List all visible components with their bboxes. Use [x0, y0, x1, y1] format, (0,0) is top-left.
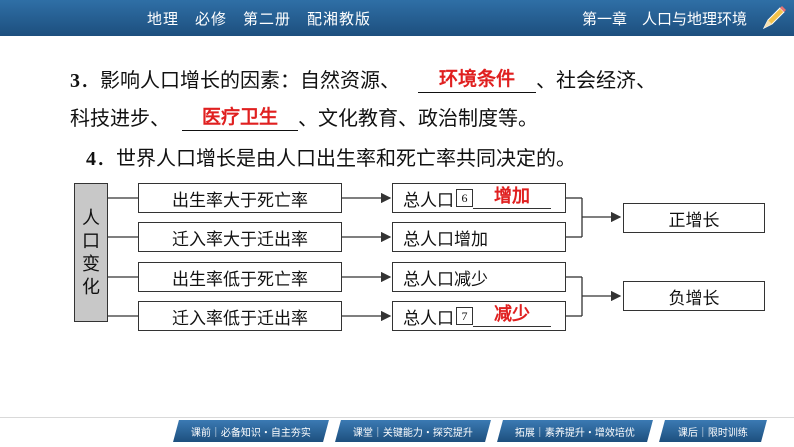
nav-tab-extension[interactable]: 拓展｜素养提升・增效培优 [497, 420, 653, 442]
para4-text: ．世界人口增长是由人口出生率和死亡率共同决定的。 [96, 146, 576, 170]
nav-tab-label: 课堂｜关键能力・探究提升 [353, 427, 473, 439]
blank-marker: 7 [456, 307, 473, 325]
para3-text-2: 、社会经济、 [536, 68, 656, 92]
condition-box-1: 出生率大于死亡率 [138, 183, 342, 213]
nav-tab-label: 拓展｜素养提升・增效培优 [515, 427, 635, 439]
side-char: 变 [82, 253, 100, 275]
item-number: 3 [70, 70, 80, 92]
result-box-negative: 负增长 [623, 281, 765, 311]
result-box-positive: 正增长 [623, 203, 765, 233]
nav-tab-pre-class[interactable]: 课前｜必备知识・自主夯实 [173, 420, 329, 442]
item-number: 4 [86, 148, 96, 170]
nav-divider [0, 417, 794, 418]
header-bar: 地理 必修 第二册 配湘教版 第一章 人口与地理环境 [0, 0, 794, 36]
pencil-icon [762, 6, 786, 30]
side-char: 化 [82, 276, 100, 298]
total-answer-blank: 增加 [473, 186, 551, 209]
book-title: 地理 必修 第二册 配湘教版 [147, 10, 372, 28]
condition-box-4: 迁入率低于迁出率 [138, 301, 342, 331]
nav-tab-after-class[interactable]: 课后｜限时训练 [659, 420, 767, 442]
total-prefix: 总人口 [403, 190, 454, 211]
total-answer-blank: 减少 [473, 304, 551, 327]
side-char: 人 [82, 207, 100, 229]
bottom-nav: 课前｜必备知识・自主夯实 课堂｜关键能力・探究提升 拓展｜素养提升・增效培优 课… [0, 415, 794, 447]
total-prefix: 总人口 [403, 308, 454, 329]
population-change-label: 人 口 变 化 [74, 183, 108, 322]
total-answer: 减少 [494, 303, 530, 325]
blank-marker: 6 [456, 189, 473, 207]
total-answer: 增加 [494, 185, 530, 207]
answer-text-2: 医疗卫生 [201, 106, 278, 128]
total-box-3: 总人口减少 [392, 262, 566, 292]
side-char: 口 [82, 230, 100, 252]
total-box-2: 总人口增加 [392, 222, 566, 252]
answer-blank-2: 医疗卫生 [182, 106, 298, 131]
paragraph-4: 4．世界人口增长是由人口出生率和死亡率共同决定的。 [86, 142, 576, 171]
nav-tab-label: 课前｜必备知识・自主夯实 [191, 427, 311, 439]
paragraph-3-cont: 科技进步、 医疗卫生、文化教育、政治制度等。 [70, 102, 538, 131]
para3-text-1: ．影响人口增长的因素：自然资源、 [80, 68, 400, 92]
paragraph-3: 3．影响人口增长的因素：自然资源、 环境条件、社会经济、 [70, 64, 656, 93]
nav-tab-label: 课后｜限时训练 [678, 427, 748, 439]
chapter-title: 第一章 人口与地理环境 [582, 10, 748, 28]
answer-blank-1: 环境条件 [418, 68, 536, 93]
condition-box-2: 迁入率大于迁出率 [138, 222, 342, 252]
answer-text-1: 环境条件 [438, 68, 515, 90]
para3-text-3: 科技进步、 [70, 106, 170, 130]
para3-text-4: 、文化教育、政治制度等。 [298, 106, 538, 130]
nav-tab-in-class[interactable]: 课堂｜关键能力・探究提升 [335, 420, 491, 442]
condition-box-3: 出生率低于死亡率 [138, 262, 342, 292]
